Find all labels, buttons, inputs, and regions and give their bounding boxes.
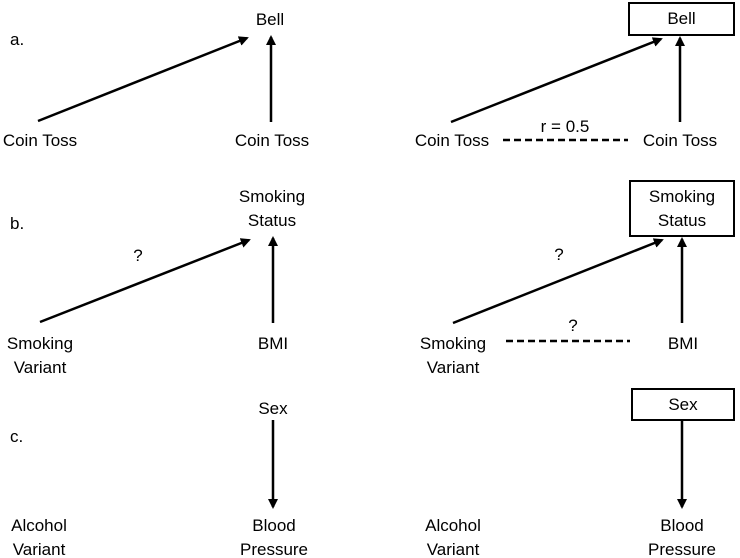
- node-c-right-covariate: Blood Pressure: [647, 516, 717, 558]
- edge-b-left-exposure-to-outcome: [39, 238, 251, 324]
- node-c-left-covariate: Blood Pressure: [239, 516, 309, 558]
- node-c-left-outcome: Sex: [258, 399, 288, 418]
- panel-label-b: b.: [10, 214, 25, 233]
- panel-label-c: c.: [10, 427, 24, 446]
- node-a-right-outcome-conditioned: Bell: [628, 2, 735, 36]
- edge-a-left-exposure-to-outcome: [37, 36, 249, 123]
- edge-b-right-exposure-to-outcome: [452, 238, 664, 325]
- panel-label-a: a.: [10, 30, 25, 49]
- edge-label-b-left-exposure: ?: [133, 246, 143, 265]
- node-c-right-outcome-conditioned: Sex: [631, 388, 735, 421]
- node-a-left-exposure: Coin Toss: [2, 131, 78, 150]
- induced-association-label-a: r = 0.5: [540, 117, 590, 136]
- node-c-left-exposure: Alcohol Variant: [11, 516, 67, 558]
- node-a-left-covariate: Coin Toss: [234, 131, 310, 150]
- induced-association-label-b: ?: [568, 316, 578, 335]
- node-b-right-outcome-conditioned: Smoking Status: [629, 180, 735, 237]
- node-b-left-outcome: Smoking Status: [238, 187, 306, 230]
- node-c-right-exposure: Alcohol Variant: [425, 516, 481, 558]
- node-a-right-covariate: Coin Toss: [642, 131, 718, 150]
- node-b-right-exposure: Smoking Variant: [419, 334, 487, 377]
- edge-a-right-exposure-to-outcome: [450, 37, 663, 124]
- node-a-left-outcome: Bell: [255, 10, 285, 29]
- edge-label-b-right-exposure: ?: [554, 245, 564, 264]
- node-b-right-covariate: BMI: [667, 334, 699, 353]
- node-a-right-exposure: Coin Toss: [414, 131, 490, 150]
- node-b-left-covariate: BMI: [257, 334, 289, 353]
- node-b-left-exposure: Smoking Variant: [6, 334, 74, 377]
